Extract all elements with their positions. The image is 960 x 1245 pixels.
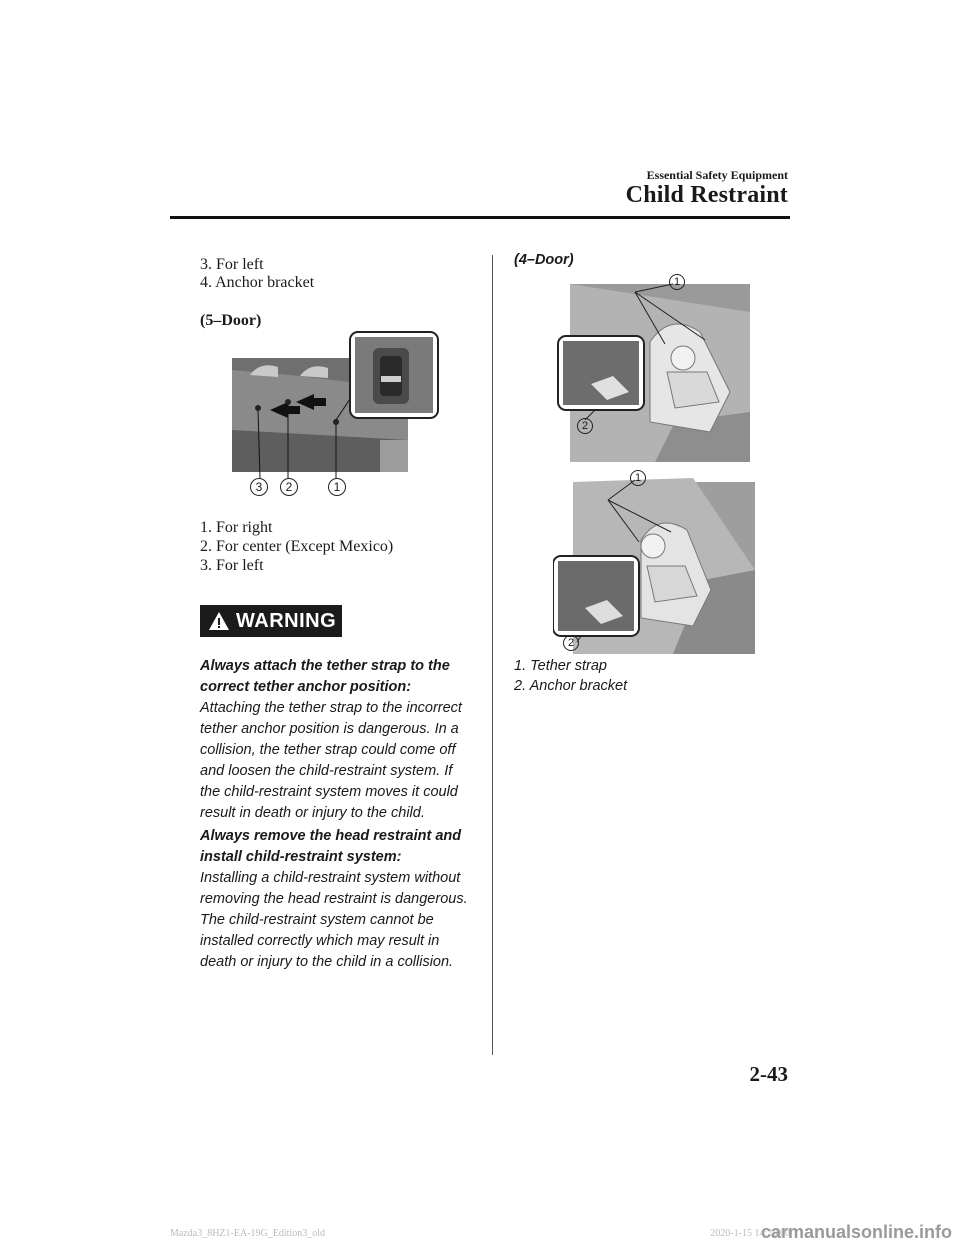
header-rule xyxy=(170,216,790,219)
list-item: 3. For left xyxy=(200,557,264,574)
warning-heading-2: Always remove the head restraint and ins… xyxy=(200,828,462,865)
callout-1: 1 xyxy=(669,274,685,290)
callout-1: 1 xyxy=(328,478,346,496)
footer: Mazda3_8HZ1-EA-19G_Edition3_old 2020-1-1… xyxy=(170,1228,790,1239)
callout-2: 2 xyxy=(563,635,579,651)
footer-file: Mazda3_8HZ1-EA-19G_Edition3_old xyxy=(170,1228,325,1239)
rear-seat-anchor-figure xyxy=(232,331,439,479)
watermark: carmanualsonline.info xyxy=(760,1222,952,1242)
list-item: 2. For center (Except Mexico) xyxy=(200,538,394,555)
column-divider xyxy=(492,255,493,1055)
tether-figure-bottom xyxy=(553,478,755,654)
callout-2: 2 xyxy=(577,418,593,434)
section-label: Essential Safety Equipment xyxy=(646,168,788,182)
list-item: 1. Tether strap xyxy=(514,658,607,674)
page-title: Child Restraint xyxy=(625,182,788,208)
subheading-5-door: (5–Door) xyxy=(200,312,262,329)
subheading-4-door: (4–Door) xyxy=(514,252,574,268)
warning-paragraph-1: Always attach the tether strap to the co… xyxy=(200,656,472,824)
warning-triangle-icon xyxy=(209,612,229,630)
warning-text-2: Installing a child-restraint system with… xyxy=(200,870,468,970)
warning-badge: WARNING xyxy=(200,605,342,637)
page-number: 2-43 xyxy=(749,1062,789,1086)
warning-label: WARNING xyxy=(236,609,337,632)
list-item: 4. Anchor bracket xyxy=(200,274,315,291)
list-item: 2. Anchor bracket xyxy=(514,678,628,694)
callout-2: 2 xyxy=(280,478,298,496)
warning-text-1: Attaching the tether strap to the incorr… xyxy=(200,700,462,821)
warning-heading-1: Always attach the tether strap to the co… xyxy=(200,658,450,695)
warning-paragraph-2: Always remove the head restraint and ins… xyxy=(200,826,472,973)
footer-timestamp: 2020-1-15 14:28:00 xyxy=(710,1228,790,1239)
list-item: 3. For left xyxy=(200,256,264,273)
tether-figure-top xyxy=(557,283,750,462)
callout-3: 3 xyxy=(250,478,268,496)
callout-1: 1 xyxy=(630,470,646,486)
list-item: 1. For right xyxy=(200,519,273,536)
